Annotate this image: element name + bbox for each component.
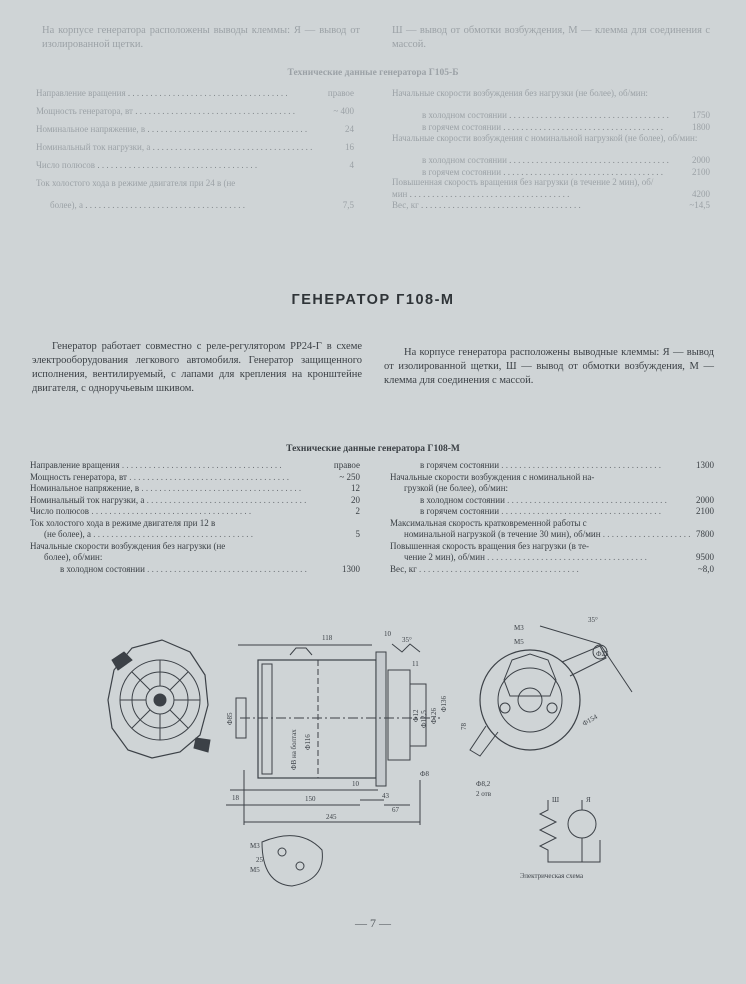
table-row: более), об/мин: bbox=[44, 552, 103, 562]
table-row: Направление вращенияправое bbox=[30, 460, 360, 472]
dim-phi136: Ф136 bbox=[440, 695, 448, 712]
table-row: в горячем состоянии1300 bbox=[390, 460, 714, 472]
scheme-sh: Ш bbox=[552, 796, 559, 804]
detail-m5: М5 bbox=[250, 866, 260, 874]
top-left-text: На корпусе генератора расположены выводы… bbox=[42, 25, 360, 50]
table-row: в холодном состоянии1750 bbox=[392, 110, 710, 122]
scheme-label: Электрическая схема bbox=[520, 872, 584, 880]
dim-phi85: Ф85 bbox=[226, 712, 234, 725]
specs-subhead: Технические данные генератора Г108-М bbox=[286, 444, 460, 454]
table-row: Вес, кг~8,0 bbox=[390, 563, 714, 575]
table-row: (не более), а5 bbox=[30, 529, 360, 541]
table-row: в горячем состоянии1800 bbox=[392, 121, 710, 133]
dim-phi25: Ф25 bbox=[596, 650, 609, 658]
table-row: в холодном состоянии1300 bbox=[30, 563, 360, 575]
dim-67: 67 bbox=[392, 806, 400, 814]
section-title: ГЕНЕРАТОР Г108-М bbox=[291, 292, 455, 308]
table-row: Направление вращенияправое bbox=[36, 88, 354, 106]
specs-right-table: в горячем состоянии1300 Начальные скорос… bbox=[390, 460, 714, 575]
top-right-table: Начальные скорости возбуждения без нагру… bbox=[392, 88, 710, 212]
table-row: Ток холостого хода в режиме двигателя пр… bbox=[30, 517, 216, 528]
dim-11: 11 bbox=[412, 660, 419, 668]
right-paragraph: На корпусе генератора расположены выводн… bbox=[384, 347, 714, 386]
table-row: чение 2 мин), об/мин9500 bbox=[390, 552, 714, 564]
dim-150: 150 bbox=[305, 795, 316, 803]
top-subhead: Технические данные генератора Г105-Б bbox=[287, 68, 459, 78]
left-paragraph: Генератор работает совместно с реле-регу… bbox=[32, 341, 362, 394]
dim-phi8: Ф8 bbox=[420, 770, 430, 778]
table-row: Ток холостого хода в режиме двигателя пр… bbox=[36, 178, 236, 188]
dim-10: 10 bbox=[384, 630, 392, 638]
table-row: Номинальный ток нагрузки, а16 bbox=[36, 142, 354, 160]
dim-angle-2: 35° bbox=[588, 616, 598, 624]
rear-view: М3 М5 35° Ф25 Ф154 Ф8,2 2 отв bbox=[469, 616, 633, 798]
table-row: грузкой (не более), об/мин: bbox=[404, 483, 509, 493]
table-row: в горячем состоянии2100 bbox=[390, 506, 714, 518]
front-view bbox=[107, 639, 211, 759]
electrical-scheme: Ш Я Электрическая схема bbox=[520, 796, 601, 880]
dim-245: 245 bbox=[326, 813, 337, 821]
table-row: Начальные скорости возбуждения с номинал… bbox=[390, 471, 595, 482]
top-section: На корпусе генератора расположены выводы… bbox=[0, 0, 746, 220]
table-row: Число полюсов4 bbox=[36, 160, 354, 178]
table-row: Начальные скорости возбуждения с номинал… bbox=[392, 133, 698, 143]
table-row: Максимальная скорость кратковременной ра… bbox=[390, 517, 587, 528]
table-row: Число полюсов2 bbox=[30, 506, 360, 518]
dim-118: 118 bbox=[322, 634, 333, 642]
dim-phi12: Ф12 bbox=[412, 709, 420, 722]
table-row: Начальные скорости возбуждения без нагру… bbox=[392, 88, 648, 98]
dim-phi8-2: Ф8,2 bbox=[476, 780, 491, 788]
generator-drawing: 118 10 35° Ф85 ФВ на болтах Ф116 Ф12 Ф12… bbox=[107, 616, 633, 887]
table-row: Мощность генератора, вт~ 400 bbox=[36, 106, 354, 124]
table-row: в холодном состоянии2000 bbox=[390, 494, 714, 506]
detail-m3: М3 bbox=[250, 842, 260, 850]
winding-label: ФВ на болтах bbox=[290, 729, 298, 770]
dim-holes: 2 отв bbox=[476, 790, 492, 798]
dim-78: 78 bbox=[460, 723, 468, 731]
detail-25: 25 bbox=[256, 856, 264, 864]
side-view: 118 10 35° Ф85 ФВ на болтах Ф116 Ф12 Ф12… bbox=[226, 630, 468, 825]
table-row: Вес, кг~14,5 bbox=[392, 200, 710, 212]
table-row: Номинальное напряжение, в12 bbox=[30, 483, 360, 495]
table-row: номинальной нагрузкой (в течение 30 мин)… bbox=[390, 529, 714, 541]
page-number: — 7 — bbox=[355, 916, 391, 930]
dim-phi154: Ф154 bbox=[581, 713, 599, 728]
dim-phi116: Ф116 bbox=[304, 734, 312, 750]
dim-phi126: Ф126 bbox=[430, 707, 438, 724]
scheme-ya: Я bbox=[586, 796, 591, 804]
table-row: Повышенная скорость вращения без нагрузк… bbox=[390, 540, 590, 551]
dim-10b: 10 bbox=[352, 780, 360, 788]
table-row: в холодном состоянии2000 bbox=[392, 155, 710, 167]
dim-43: 43 bbox=[382, 792, 390, 800]
dim-angle: 35° bbox=[402, 636, 412, 644]
top-right-text: Ш — вывод от обмотки возбуждения, М — кл… bbox=[392, 25, 710, 50]
table-row: в горячем состоянии2100 bbox=[392, 166, 710, 178]
dim-phi12-5: Ф12,5 bbox=[420, 710, 428, 728]
table-row: Повышенная скорость вращения без нагрузк… bbox=[392, 178, 710, 200]
table-row: Начальные скорости возбуждения без нагру… bbox=[30, 540, 226, 551]
table-row: более), а7,5 bbox=[36, 200, 354, 212]
term-m5: М5 bbox=[514, 638, 524, 646]
table-row: Номинальный ток нагрузки, а20 bbox=[30, 494, 360, 506]
dim-18: 18 bbox=[232, 794, 240, 802]
terminal-detail: М3 25 М5 bbox=[250, 835, 323, 887]
table-row: Номинальное напряжение, в24 bbox=[36, 124, 354, 142]
top-left-table: Направление вращенияправое Мощность гене… bbox=[36, 88, 354, 212]
specs-left-table: Направление вращенияправое Мощность гене… bbox=[30, 460, 360, 575]
table-row: Мощность генератора, вт~ 250 bbox=[30, 471, 360, 483]
term-m3: М3 bbox=[514, 624, 524, 632]
